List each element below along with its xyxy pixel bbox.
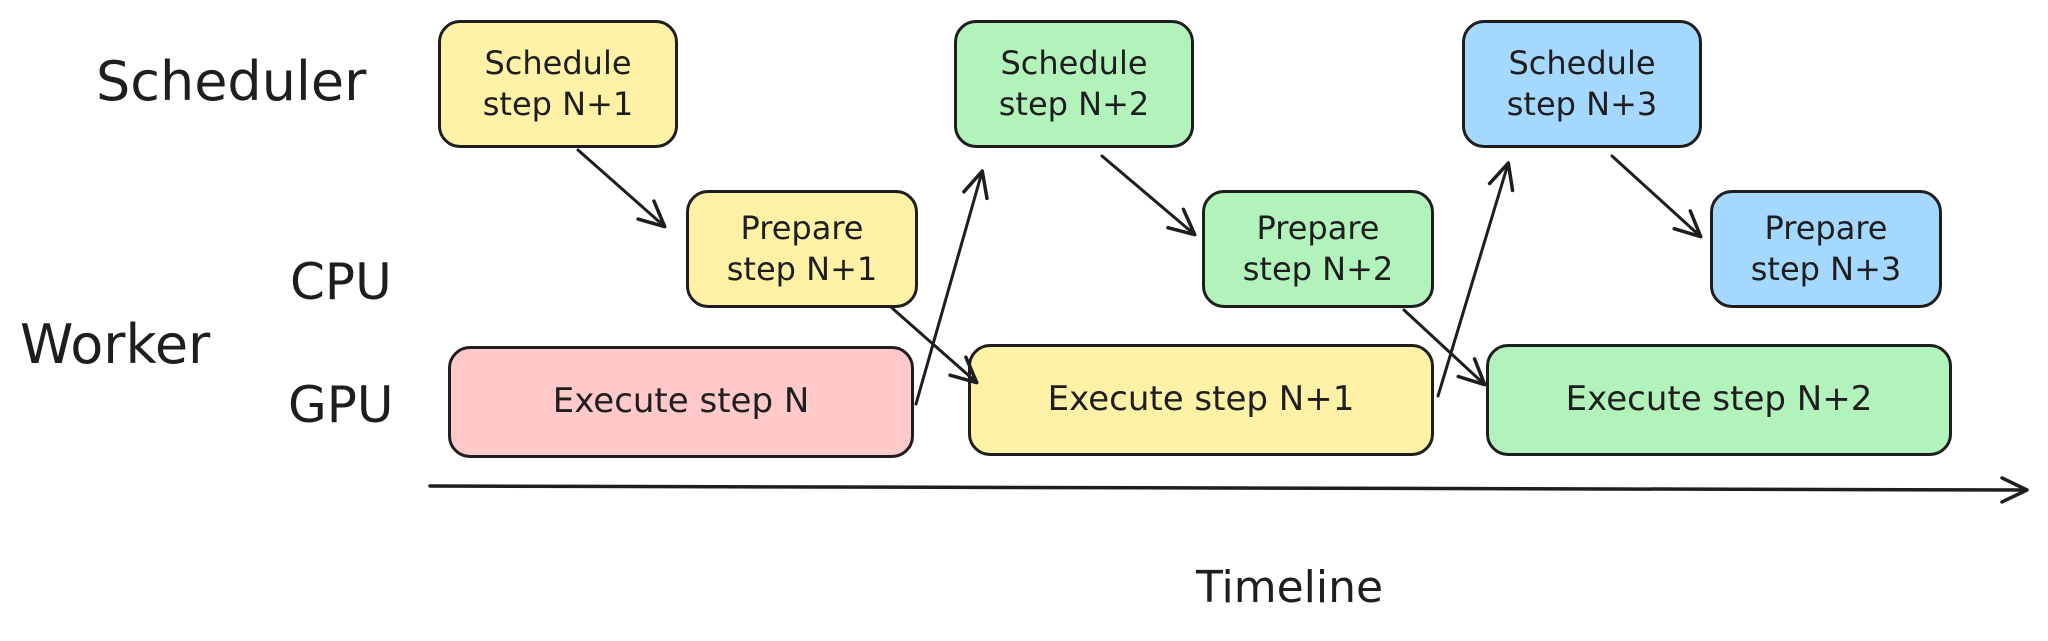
arrow-schedule-to-prepare-n-plus-2 [1100, 154, 1197, 237]
execute-step-n-box: Execute step N [448, 346, 914, 458]
arrow-prepare-n-plus-2-to-execute-n-plus-2 [1402, 308, 1487, 387]
prepare-step-n-plus-1-box: Prepare step N+1 [686, 190, 918, 308]
arrow-schedule-to-prepare-n-plus-3 [1610, 154, 1703, 239]
schedule-step-n-plus-3-box: Schedule step N+3 [1462, 20, 1702, 148]
schedule-step-n-plus-2-box: Schedule step N+2 [954, 20, 1194, 148]
timeline-axis [428, 476, 2029, 504]
box-label: Execute step N+2 [1565, 379, 1873, 420]
box-label: Schedule step N+3 [1506, 44, 1658, 123]
execute-step-n-plus-2-box: Execute step N+2 [1486, 344, 1952, 456]
arrow-execute-n-plus-1-to-schedule-n-plus-3 [1436, 161, 1515, 398]
schedule-step-n-plus-1-box: Schedule step N+1 [438, 20, 678, 148]
gpu-row-label: GPU [288, 376, 394, 434]
box-label: Prepare step N+1 [726, 209, 878, 288]
box-label: Prepare step N+2 [1242, 209, 1394, 288]
box-label: Execute step N [552, 381, 810, 422]
prepare-step-n-plus-2-box: Prepare step N+2 [1202, 190, 1434, 308]
scheduler-row-label: Scheduler [96, 50, 367, 113]
arrow-prepare-n-plus-1-to-execute-n-plus-1 [890, 306, 979, 385]
prepare-step-n-plus-3-box: Prepare step N+3 [1710, 190, 1942, 308]
execute-step-n-plus-1-box: Execute step N+1 [968, 344, 1434, 456]
arrow-schedule-to-prepare-n-plus-1 [576, 148, 667, 229]
cpu-row-label: CPU [290, 253, 392, 311]
box-label: Schedule step N+2 [998, 44, 1150, 123]
timeline-axis-label: Timeline [1196, 562, 1384, 613]
box-label: Prepare step N+3 [1750, 209, 1902, 288]
box-label: Execute step N+1 [1047, 379, 1355, 420]
arrow-execute-n-to-schedule-n-plus-2 [914, 169, 989, 406]
box-label: Schedule step N+1 [482, 44, 634, 123]
worker-row-label: Worker [20, 313, 211, 376]
